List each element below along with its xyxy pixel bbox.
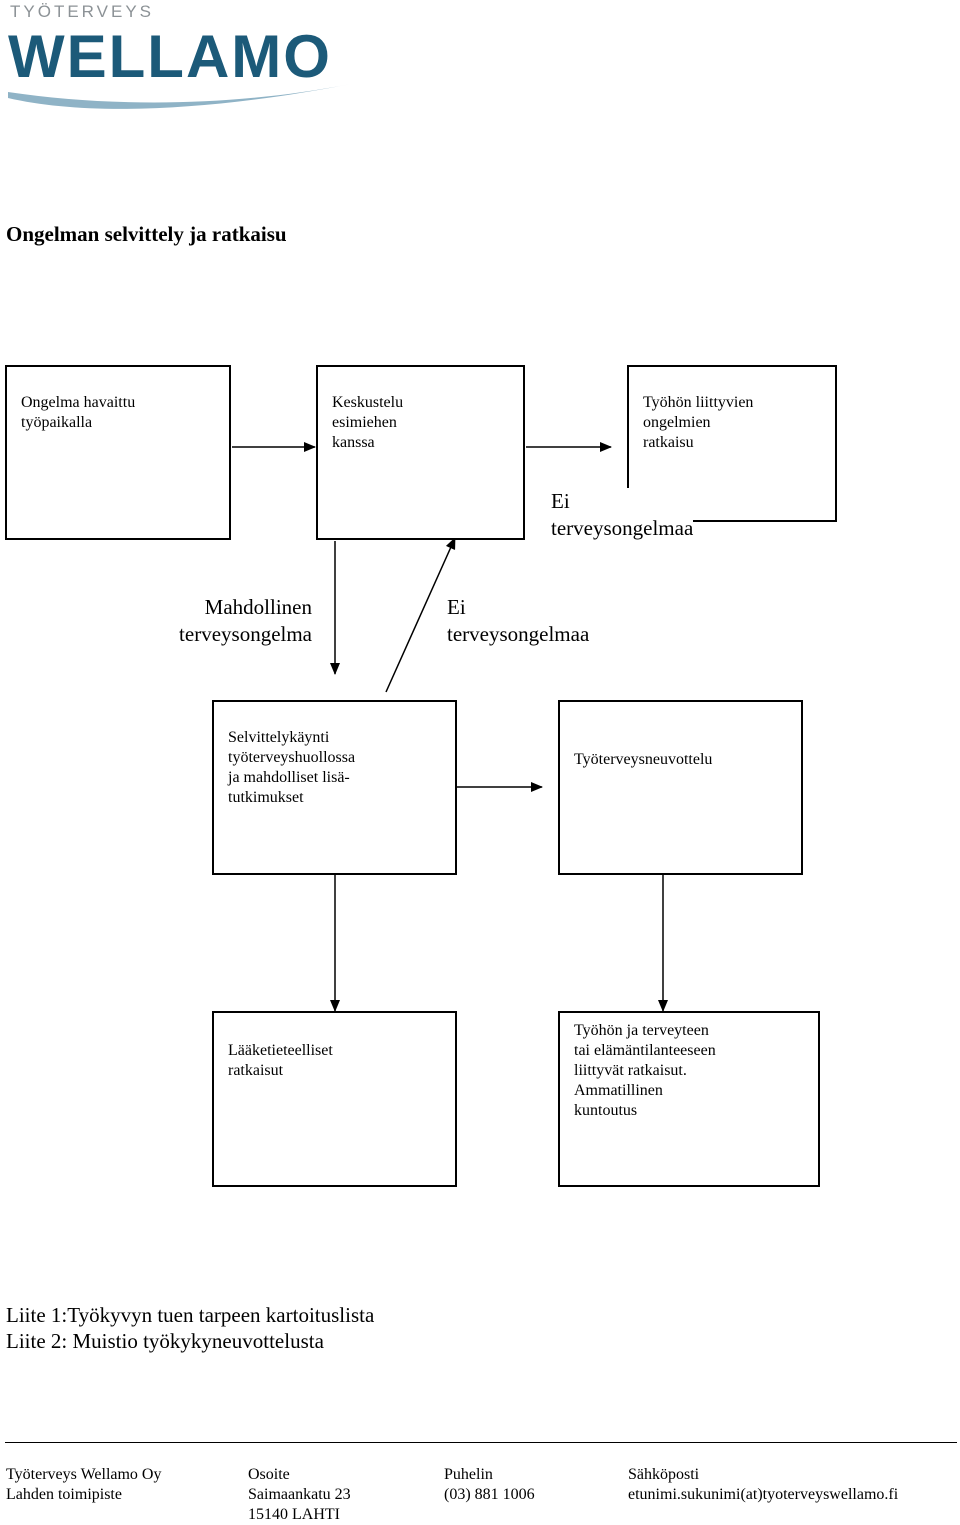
footer-email: Sähköposti etunimi.sukunimi(at)tyotervey… bbox=[628, 1465, 898, 1505]
attachments-list: Liite 1:Työkyvyn tuen tarpeen kartoitusl… bbox=[6, 1302, 374, 1354]
attachment-2: Liite 2: Muistio työkykyneuvottelusta bbox=[6, 1329, 324, 1353]
box-health-negotiation-text: Työterveysneuvottelu bbox=[574, 751, 713, 768]
footer-address: Osoite Saimaankatu 23 15140 LAHTI bbox=[248, 1465, 351, 1525]
footer-email-address: etunimi.sukunimi(at)tyoterveyswellamo.fi bbox=[628, 1486, 899, 1503]
box-work-life-solutions: Työhön ja terveyteen tai elämäntilantees… bbox=[558, 1011, 820, 1187]
box-work-problem-solution-text: Työhön liittyvien ongelmien ratkaisu bbox=[643, 394, 754, 451]
box-problem-observed: Ongelma havaittu työpaikalla bbox=[5, 365, 231, 540]
label-possible-health-problem: Mahdollinen terveysongelma bbox=[179, 595, 312, 646]
box-work-life-solutions-text: Työhön ja terveyteen tai elämäntilantees… bbox=[574, 1022, 716, 1119]
logo-tagline: TYÖTERVEYS bbox=[10, 2, 154, 21]
box-medical-solutions: Lääketieteelliset ratkaisut bbox=[212, 1011, 457, 1187]
page-title: Ongelman selvittely ja ratkaisu bbox=[6, 222, 287, 246]
footer-office: Lahden toimipiste bbox=[6, 1486, 122, 1503]
footer-divider bbox=[5, 1442, 957, 1443]
box-discussion-supervisor-text: Keskustelu esimiehen kanssa bbox=[332, 394, 404, 451]
box-discussion-supervisor: Keskustelu esimiehen kanssa bbox=[316, 365, 525, 540]
attachment-1: Liite 1:Työkyvyn tuen tarpeen kartoitusl… bbox=[6, 1303, 375, 1327]
footer-phone: Puhelin (03) 881 1006 bbox=[444, 1465, 535, 1505]
logo-wave-icon bbox=[8, 84, 351, 109]
footer-company-name: Työterveys Wellamo Oy bbox=[6, 1466, 162, 1483]
label-no-health-problem-mid: Ei terveysongelmaa bbox=[447, 595, 590, 646]
arrow-b4-b2 bbox=[385, 537, 456, 693]
footer-company: Työterveys Wellamo Oy Lahden toimipiste bbox=[6, 1465, 161, 1505]
footer-email-heading: Sähköposti bbox=[628, 1466, 700, 1483]
label-no-health-problem-top: Ei terveysongelmaa bbox=[551, 488, 694, 542]
box-investigation-visit-text: Selvittelykäynti työterveyshuollossa ja … bbox=[228, 729, 356, 806]
box-problem-observed-text: Ongelma havaittu työpaikalla bbox=[21, 394, 136, 431]
footer-phone-number: (03) 881 1006 bbox=[444, 1486, 535, 1503]
footer-street: Saimaankatu 23 bbox=[248, 1486, 351, 1503]
box-health-negotiation: Työterveysneuvottelu bbox=[558, 700, 803, 875]
footer-phone-heading: Puhelin bbox=[444, 1466, 493, 1483]
logo-wordmark: WELLAMO bbox=[8, 23, 332, 90]
footer-postcode-city: 15140 LAHTI bbox=[248, 1506, 340, 1523]
box-medical-solutions-text: Lääketieteelliset ratkaisut bbox=[228, 1042, 333, 1079]
box-investigation-visit: Selvittelykäynti työterveyshuollossa ja … bbox=[212, 700, 457, 875]
footer-address-heading: Osoite bbox=[248, 1466, 290, 1483]
